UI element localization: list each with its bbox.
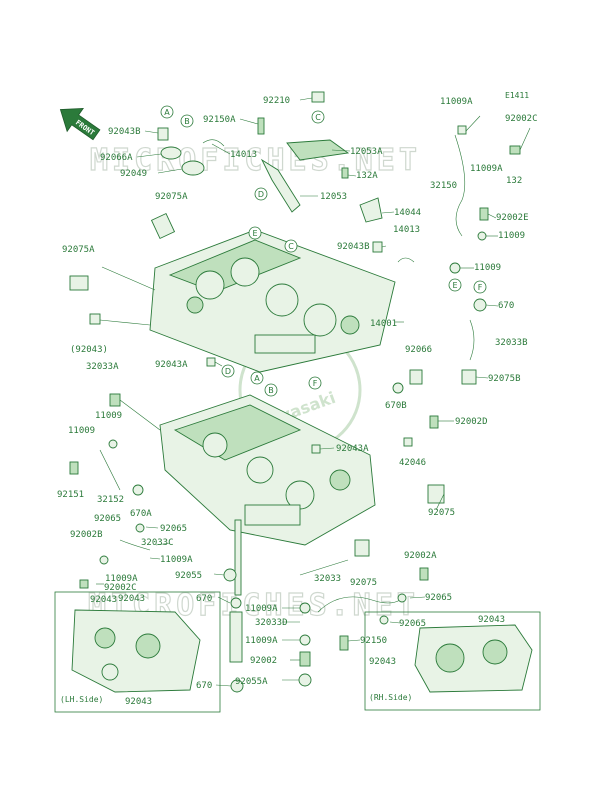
svg-text:11009: 11009 — [474, 263, 501, 273]
lower-crankcase — [159, 394, 376, 596]
svg-text:11009A: 11009A — [245, 604, 278, 614]
svg-text:92075A: 92075A — [155, 192, 188, 202]
svg-text:92065: 92065 — [399, 619, 426, 629]
part-label-main: 14001 — [370, 319, 397, 329]
svg-text:92043: 92043 — [90, 595, 117, 605]
inset-rh-side: 92043 92043 (RH.Side) — [364, 611, 541, 711]
svg-text:92002B: 92002B — [70, 530, 103, 540]
svg-text:E: E — [452, 281, 457, 290]
inset-lh-caption: (LH.Side) — [60, 695, 103, 704]
svg-text:32033D: 32033D — [255, 618, 288, 628]
svg-text:92049: 92049 — [120, 169, 147, 179]
svg-text:670: 670 — [196, 594, 212, 604]
svg-text:92065: 92065 — [94, 514, 121, 524]
svg-text:11009A: 11009A — [245, 636, 278, 646]
svg-text:14013: 14013 — [230, 150, 257, 160]
svg-text:92043: 92043 — [478, 615, 505, 625]
svg-text:11009: 11009 — [498, 231, 525, 241]
svg-text:14044: 14044 — [394, 208, 421, 218]
svg-text:B: B — [268, 386, 274, 395]
svg-text:92002C: 92002C — [505, 114, 538, 124]
svg-text:92043: 92043 — [369, 657, 396, 667]
svg-text:92210: 92210 — [263, 96, 290, 106]
svg-text:132A: 132A — [356, 171, 378, 181]
upper-crankcase — [149, 229, 396, 373]
inset-rh-caption: (RH.Side) — [369, 693, 412, 702]
svg-text:92151: 92151 — [57, 490, 84, 500]
svg-text:11009: 11009 — [68, 426, 95, 436]
svg-text:11009A: 11009A — [470, 164, 503, 174]
svg-text:32033B: 32033B — [495, 338, 528, 348]
diagram-ref-code: E1411 — [505, 91, 529, 100]
svg-text:670: 670 — [196, 681, 212, 691]
svg-text:32033: 32033 — [314, 574, 341, 584]
svg-text:32150: 32150 — [430, 181, 457, 191]
svg-text:92066A: 92066A — [100, 153, 133, 163]
svg-text:132: 132 — [506, 176, 522, 186]
circle-ref-markers: A B C D E C E F D A B F — [160, 105, 487, 397]
svg-text:11009A: 11009A — [160, 555, 193, 565]
svg-text:92002: 92002 — [250, 656, 277, 666]
small-parts — [69, 91, 521, 693]
svg-text:32033A: 32033A — [86, 362, 119, 372]
inset-lh-side: 92043 92043 (LH.Side) — [54, 591, 221, 713]
svg-text:12053: 12053 — [320, 192, 347, 202]
svg-text:92043: 92043 — [118, 594, 145, 604]
svg-text:14013: 14013 — [393, 225, 420, 235]
leader-lines — [96, 97, 531, 687]
svg-text:670A: 670A — [130, 509, 152, 519]
svg-text:E: E — [252, 229, 257, 238]
svg-text:11009A: 11009A — [440, 97, 473, 107]
svg-text:42046: 42046 — [399, 458, 426, 468]
svg-text:D: D — [225, 367, 231, 376]
svg-text:B: B — [184, 117, 190, 126]
svg-text:92043B: 92043B — [337, 242, 370, 252]
svg-text:92065: 92065 — [425, 593, 452, 603]
svg-text:670B: 670B — [385, 401, 407, 411]
svg-text:(92043): (92043) — [70, 345, 108, 355]
svg-text:92075A: 92075A — [62, 245, 95, 255]
svg-text:F: F — [478, 283, 483, 292]
svg-text:92043B: 92043B — [108, 127, 141, 137]
svg-text:92055A: 92055A — [235, 677, 268, 687]
svg-text:92043A: 92043A — [336, 444, 369, 454]
svg-text:92002D: 92002D — [455, 417, 488, 427]
svg-text:92002E: 92002E — [496, 213, 529, 223]
svg-text:A: A — [164, 108, 170, 117]
svg-text:92075B: 92075B — [488, 374, 521, 384]
svg-text:92075: 92075 — [350, 578, 377, 588]
svg-text:32033C: 32033C — [141, 538, 174, 548]
svg-text:92043: 92043 — [125, 697, 152, 707]
svg-text:92150: 92150 — [360, 636, 387, 646]
svg-text:D: D — [258, 190, 264, 199]
svg-text:92065: 92065 — [160, 524, 187, 534]
svg-text:F: F — [313, 379, 318, 388]
watermark-top: MICROFICHES.NET — [90, 143, 421, 178]
svg-text:92055: 92055 — [175, 571, 202, 581]
svg-text:C: C — [315, 113, 321, 122]
svg-text:92066: 92066 — [405, 345, 432, 355]
svg-text:92043A: 92043A — [155, 360, 188, 370]
front-arrow-icon: FRONT — [59, 107, 101, 141]
part-labels: 92210 11009A 92002C 92043B 92150A 14013 … — [57, 96, 538, 691]
svg-text:11009A: 11009A — [105, 574, 138, 584]
svg-text:670: 670 — [498, 301, 514, 311]
svg-text:12053A: 12053A — [350, 147, 383, 157]
svg-text:92002A: 92002A — [404, 551, 437, 561]
svg-text:92075: 92075 — [428, 508, 455, 518]
svg-text:32152: 32152 — [97, 495, 124, 505]
svg-text:C: C — [288, 242, 294, 251]
svg-text:92002C: 92002C — [104, 583, 137, 593]
svg-text:92150A: 92150A — [203, 115, 236, 125]
svg-text:11009: 11009 — [95, 411, 122, 421]
svg-text:A: A — [254, 374, 260, 383]
